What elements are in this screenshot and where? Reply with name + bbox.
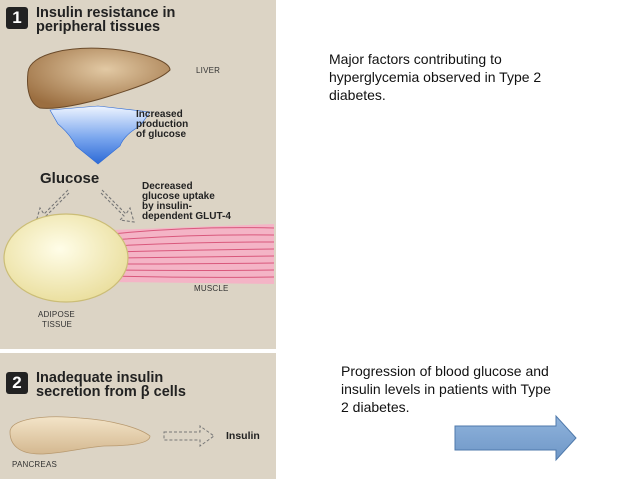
panel2-title-line1: Inadequate insulin	[36, 370, 164, 386]
progression-note: Progression of blood glucose and insulin…	[341, 362, 551, 416]
liver-shape	[27, 47, 171, 109]
adipose-label-line2: TISSUE	[42, 320, 73, 329]
progression-arrow	[454, 414, 577, 462]
pancreas-label: PANCREAS	[12, 460, 58, 469]
insulin-secretion-panel: 2 Inadequate insulin secretion from β ce…	[0, 353, 276, 479]
uptake-label-line2: glucose uptake	[142, 191, 215, 202]
uptake-label-line3: by insulin-	[142, 201, 192, 212]
progression-note-line1: Progression of blood glucose and	[341, 363, 549, 379]
progression-note-line2: insulin levels in patients with Type	[341, 381, 551, 397]
production-label-line2: production	[136, 119, 189, 130]
panel1-title-line1: Insulin resistance in	[36, 5, 176, 21]
muscle-label: MUSCLE	[194, 284, 229, 293]
adipose-cell	[3, 213, 129, 303]
pancreas-shape	[9, 416, 151, 455]
insulin-arrow	[163, 425, 215, 447]
muscle-shape	[111, 224, 275, 284]
adipose-label-line1: ADIPOSE	[38, 310, 75, 319]
production-label-line3: of glucose	[136, 129, 187, 140]
uptake-label-line1: Decreased	[142, 181, 193, 192]
liver-label: LIVER	[196, 66, 221, 75]
step-number-1: 1	[6, 7, 28, 29]
hyperglycemia-note-line3: diabetes.	[329, 87, 386, 103]
step-number-2: 2	[6, 372, 28, 394]
glucose-label: Glucose	[40, 170, 100, 187]
insulin-label: Insulin	[226, 430, 260, 442]
hyperglycemia-note-line2: hyperglycemia observed in Type 2	[329, 69, 542, 85]
uptake-arrow-right	[99, 189, 135, 223]
panel2-title-line2: secretion from β cells	[36, 384, 186, 400]
hyperglycemia-note-line1: Major factors contributing to	[329, 51, 502, 67]
progression-note-line3: 2 diabetes.	[341, 399, 410, 415]
panel1-title-line2: peripheral tissues	[36, 19, 161, 35]
glucose-funnel	[49, 105, 151, 165]
hyperglycemia-note: Major factors contributing to hyperglyce…	[329, 50, 541, 104]
uptake-label-line4: dependent GLUT-4	[142, 211, 231, 222]
production-label-line1: Increased	[136, 109, 183, 120]
